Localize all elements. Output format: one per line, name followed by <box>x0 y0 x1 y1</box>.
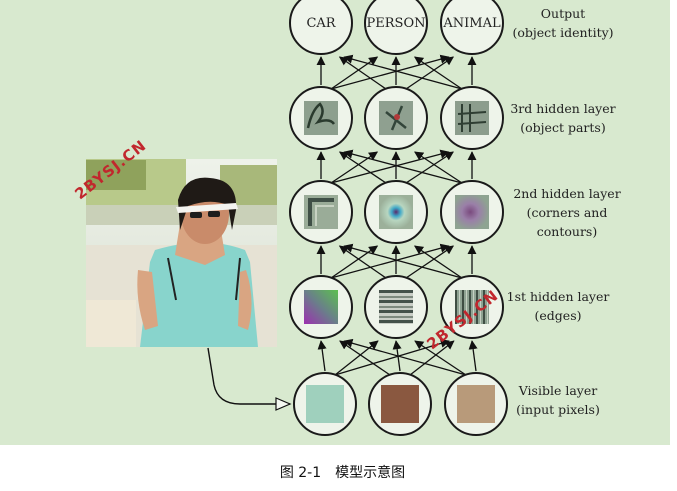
output-label-animal: ANIMAL <box>442 16 501 31</box>
hidden2-node-3 <box>440 180 504 244</box>
edge-l2-2-to-0 <box>343 149 463 184</box>
connection-arrows <box>316 54 478 376</box>
output-node-person: PERSON <box>364 0 428 55</box>
edge-l0-2-to-1 <box>414 340 467 376</box>
caption-title: 模型示意图 <box>335 465 406 481</box>
visible-layer-title: Visible layer <box>518 383 597 398</box>
hidden3-layer-subtitle: (object parts) <box>520 120 605 135</box>
hidden2-node-1 <box>289 180 353 244</box>
hidden2-layer-label: 2nd hidden layer (corners and contours) <box>513 186 620 239</box>
output-layer-label: Output (object identity) <box>512 6 613 40</box>
output-label-car: CAR <box>306 16 336 31</box>
hidden3-node-1 <box>289 86 353 150</box>
edge-l2-1-to-2 <box>405 151 454 184</box>
figure-panel: CAR PERSON ANIMAL <box>0 0 670 445</box>
edge-l0-1-to-2 <box>409 340 455 376</box>
hidden1-layer-title: 1st hidden layer <box>507 289 610 304</box>
edge-l3-1-to-2 <box>405 56 455 90</box>
edge-l2-0-to-2 <box>330 149 450 184</box>
edge-l1-0-to-1 <box>330 245 379 279</box>
edge-l3-2-to-0 <box>343 54 463 90</box>
edge-l1-1-to-2 <box>405 245 455 279</box>
visible-node-1 <box>293 372 357 436</box>
edge-l1-2-to-0 <box>343 243 463 279</box>
edge-l3-0-to-1 <box>330 56 379 90</box>
visible-layer-subtitle: (input pixels) <box>516 402 600 417</box>
photo-to-input-arrow <box>207 347 290 405</box>
hidden2-node-2 <box>364 180 428 244</box>
hidden2-layer-title: 2nd hidden layer <box>513 186 620 201</box>
edge-l0-2-to-2 <box>468 340 478 372</box>
hidden3-layer-label: 3rd hidden layer (object parts) <box>510 101 615 135</box>
neural-network-diagram: CAR PERSON ANIMAL <box>71 0 621 436</box>
edge-l0-0-to-1 <box>334 340 379 376</box>
hidden1-node-3 <box>440 275 504 339</box>
edge-l2-2-to-1 <box>414 151 463 184</box>
edge-l0-2-to-0 <box>343 338 467 376</box>
input-photo <box>86 159 277 347</box>
hidden2-layer-subtitle-1: (corners and <box>527 205 608 220</box>
output-node-animal: ANIMAL <box>440 0 504 55</box>
hidden1-layer-label: 1st hidden layer (edges) <box>507 289 610 323</box>
network-nodes: CAR PERSON ANIMAL <box>289 0 508 436</box>
edge-l3-0-to-2 <box>330 54 450 90</box>
edge-l3-2-to-1 <box>413 56 463 90</box>
visible-node-2 <box>368 372 432 436</box>
edge-l1-2-to-1 <box>413 245 463 279</box>
edge-l0-0-to-2 <box>334 338 450 376</box>
visible-node-3 <box>444 372 508 436</box>
output-label-person: PERSON <box>367 16 426 31</box>
edge-l0-0-to-0 <box>317 340 327 372</box>
hidden3-node-3 <box>440 86 504 150</box>
hidden1-node-1 <box>289 275 353 339</box>
hidden1-node-2 <box>364 275 428 339</box>
edge-l2-0-to-1 <box>330 151 379 184</box>
layer-labels: Output (object identity) 3rd hidden laye… <box>507 6 621 417</box>
output-layer-subtitle: (object identity) <box>512 25 613 40</box>
output-node-car: CAR <box>289 0 353 55</box>
hidden3-node-2 <box>364 86 428 150</box>
figure-caption: 图 2-1 模型示意图 <box>0 462 677 482</box>
output-layer-title: Output <box>541 6 585 21</box>
edge-l1-0-to-2 <box>330 243 450 279</box>
caption-number: 图 2-1 <box>279 465 322 481</box>
hidden2-layer-subtitle-2: contours) <box>537 224 597 239</box>
hidden3-layer-title: 3rd hidden layer <box>510 101 615 116</box>
hidden1-layer-subtitle: (edges) <box>535 308 582 323</box>
visible-layer-label: Visible layer (input pixels) <box>516 383 600 417</box>
